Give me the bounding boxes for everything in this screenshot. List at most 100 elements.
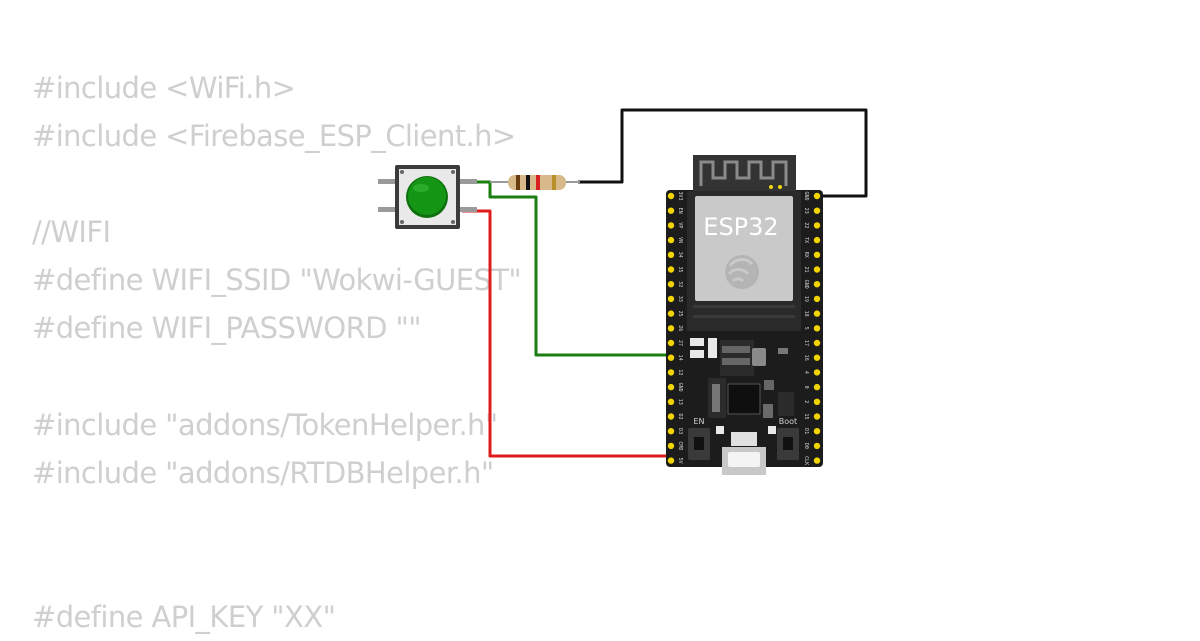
pin-label: 12 [677, 369, 683, 375]
header-pin[interactable] [813, 339, 821, 347]
header-pin[interactable] [667, 398, 675, 405]
esp32-module-shield [695, 196, 793, 301]
green-wire[interactable] [462, 180, 671, 357]
header-pin[interactable] [813, 428, 821, 435]
header-pin[interactable] [667, 192, 675, 200]
pin-label: 3V3 [677, 191, 683, 200]
pin-label: CMD [677, 441, 683, 450]
header-pin[interactable] [813, 383, 821, 391]
header-pin[interactable] [667, 383, 675, 391]
header-pin[interactable] [667, 281, 675, 288]
pin-label: VP [677, 222, 683, 228]
code-line: #include "addons/TokenHelper.h" [32, 407, 498, 442]
module-pads [693, 305, 795, 318]
header-pin[interactable] [667, 207, 675, 214]
header-pin[interactable] [813, 236, 821, 244]
header-pin[interactable] [667, 310, 675, 317]
header-pin[interactable] [813, 325, 821, 332]
header-pin[interactable] [667, 442, 675, 450]
pin-label: 2 [803, 400, 809, 403]
pin-label: 19 [803, 296, 809, 302]
pin-label: VN [677, 237, 683, 243]
header-pin[interactable] [667, 339, 675, 347]
header-pin[interactable] [667, 295, 675, 303]
header-pin[interactable] [667, 354, 675, 361]
header-pin[interactable] [667, 325, 675, 332]
pin-label: 5 [803, 327, 809, 330]
pin-label: 5V [677, 458, 683, 464]
header-pin[interactable] [813, 457, 821, 464]
pin-label: GND [803, 280, 809, 289]
code-line: #include <Firebase_ESP_Client.h> [32, 119, 516, 154]
left-pin-header: 3V3ENVPVN343532332526271412GND13D2D3CMD5… [667, 191, 683, 464]
pin-label: CLK [803, 456, 809, 465]
micro-usb-icon [722, 432, 766, 475]
en-label: EN [693, 417, 704, 426]
header-pin[interactable] [813, 295, 821, 303]
header-pin[interactable] [813, 442, 821, 450]
pin-label: 22 [803, 222, 809, 228]
header-pin[interactable] [813, 369, 821, 376]
boot-label: Boot [779, 417, 797, 426]
pin-label: 23 [803, 208, 809, 214]
pin-label: D0 [803, 443, 809, 449]
header-pin[interactable] [813, 222, 821, 229]
pin-label: RX [803, 252, 809, 258]
pin-label: 14 [677, 355, 683, 361]
header-pin[interactable] [667, 457, 675, 464]
header-pin[interactable] [813, 207, 821, 214]
header-pin[interactable] [667, 369, 675, 376]
pin-label: 18 [803, 311, 809, 317]
header-pin[interactable] [813, 281, 821, 288]
pin-label: 33 [677, 296, 683, 302]
red-wire[interactable] [462, 209, 671, 458]
header-pin[interactable] [813, 266, 821, 273]
black-wire[interactable] [578, 108, 868, 198]
code-line: #include "addons/RTDBHelper.h" [32, 455, 494, 490]
pin-label: 13 [677, 399, 683, 405]
pin-label: 0 [803, 386, 809, 389]
code-line: #define WIFI_SSID "Wokwi-GUEST" [32, 263, 522, 298]
header-pin[interactable] [813, 413, 821, 420]
usb-uart-chip [727, 383, 761, 415]
header-pin[interactable] [813, 251, 821, 258]
pushbutton[interactable] [378, 165, 477, 229]
header-pin[interactable] [667, 413, 675, 420]
header-pin[interactable] [813, 398, 821, 405]
code-line: #include <WiFi.h> [32, 71, 296, 105]
pin-label: 32 [677, 281, 683, 287]
header-pin[interactable] [667, 266, 675, 273]
header-pin[interactable] [813, 354, 821, 361]
button-cap[interactable] [408, 177, 446, 215]
code-editor-background: #include <WiFi.h> #include <Firebase_ESP_… [32, 64, 522, 641]
code-line: #define API_KEY "XX" [32, 600, 336, 635]
header-pin[interactable] [667, 251, 675, 258]
pin-label: 4 [803, 371, 809, 374]
chip-label: ESP32 [703, 213, 778, 241]
esp32-board[interactable]: ESP32 EN Boot [666, 155, 823, 475]
code-line: //WIFI [32, 215, 111, 250]
pin-label: 27 [677, 340, 683, 346]
pin-label: D2 [677, 413, 683, 419]
pin-label: 35 [677, 266, 683, 272]
pin-label: 17 [803, 340, 809, 346]
pin-label: 16 [803, 355, 809, 361]
pin-label: D3 [677, 428, 683, 434]
header-pin[interactable] [667, 222, 675, 229]
header-pin[interactable] [813, 192, 821, 200]
header-pin[interactable] [667, 428, 675, 435]
pin-label: 15 [803, 413, 809, 419]
resistor[interactable] [490, 175, 580, 190]
code-line: #define WIFI_PASSWORD "" [32, 311, 422, 346]
pin-label: EN [677, 208, 683, 214]
espressif-logo-icon [725, 255, 759, 289]
pin-label: TX [803, 237, 809, 243]
pin-label: GND [677, 383, 683, 392]
pin-label: D1 [803, 428, 809, 434]
header-pin[interactable] [667, 236, 675, 244]
pin-label: GND [803, 191, 809, 200]
pin-label: 21 [803, 266, 809, 272]
header-pin[interactable] [813, 310, 821, 317]
pin-label: 26 [677, 325, 683, 331]
